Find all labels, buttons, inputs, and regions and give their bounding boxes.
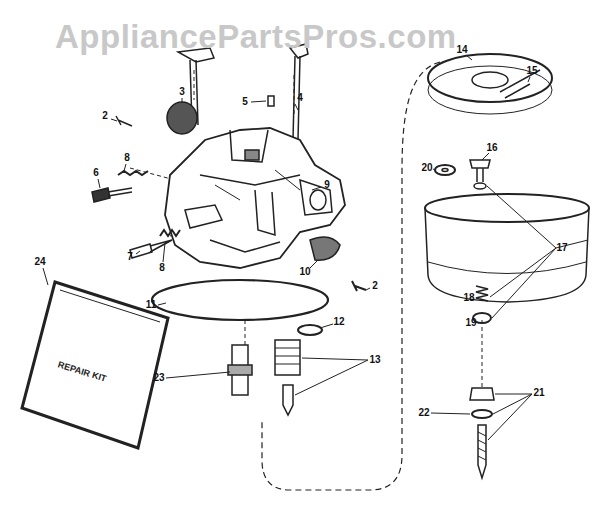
callout-number: 23 bbox=[153, 373, 164, 383]
callout-number: 7 bbox=[127, 252, 133, 262]
callout-number: 20 bbox=[421, 163, 432, 173]
callout-number: 18 bbox=[463, 293, 474, 303]
callout-number: 9 bbox=[324, 180, 330, 190]
callout-number: 11 bbox=[146, 300, 157, 310]
callout-number: 8 bbox=[124, 153, 130, 163]
callout-number: 13 bbox=[369, 355, 380, 365]
callout-number: 24 bbox=[34, 257, 45, 267]
callout-number: 19 bbox=[465, 318, 476, 328]
callout-number: 10 bbox=[299, 267, 310, 277]
callout-number: 21 bbox=[533, 388, 544, 398]
callout-number: 4 bbox=[297, 93, 303, 103]
callout-number: 6 bbox=[93, 168, 99, 178]
callout-number: 22 bbox=[418, 408, 429, 418]
watermark: AppliancePartsPros.com bbox=[55, 20, 457, 53]
callout-number: 15 bbox=[526, 66, 537, 76]
callout-number: 5 bbox=[242, 97, 248, 107]
callout-number: 2 bbox=[102, 111, 108, 121]
callout-number: 14 bbox=[456, 45, 467, 55]
callout-number: 12 bbox=[333, 317, 344, 327]
callout-number: 3 bbox=[179, 87, 185, 97]
callout-number: 17 bbox=[556, 243, 567, 253]
callout-number: 16 bbox=[486, 143, 497, 153]
callout-number: 2 bbox=[372, 281, 378, 291]
callout-number: 8 bbox=[159, 263, 165, 273]
